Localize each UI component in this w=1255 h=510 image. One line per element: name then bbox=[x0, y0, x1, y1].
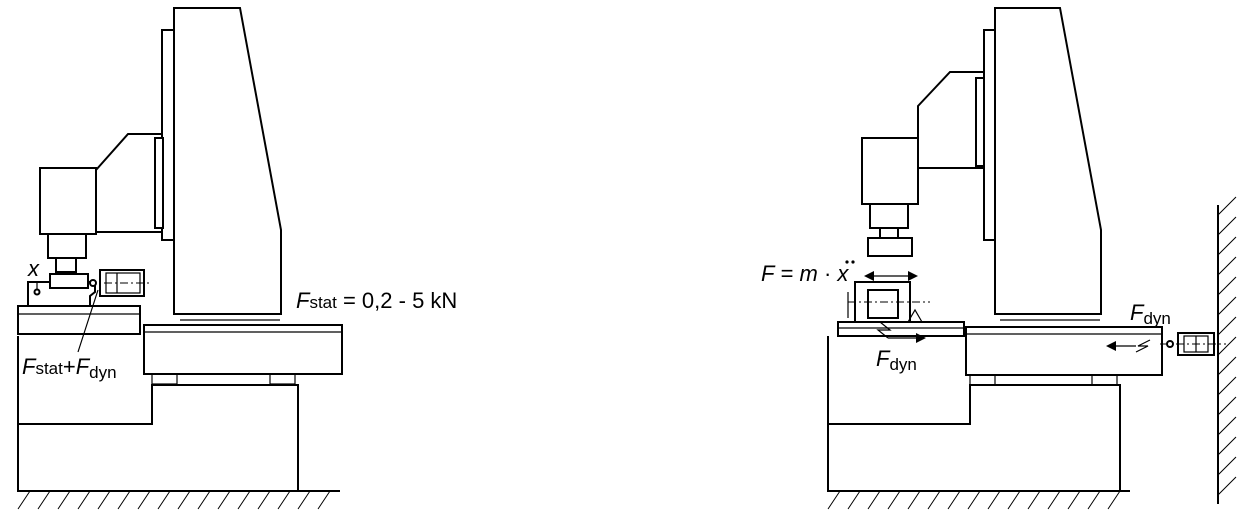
right-tool bbox=[867, 237, 913, 257]
static-force-label: Fstat = 0,2 - 5 kN bbox=[296, 288, 457, 313]
left-headstock bbox=[95, 133, 163, 233]
left-ground bbox=[17, 490, 340, 510]
right-carriage bbox=[837, 321, 965, 337]
left-base bbox=[17, 336, 299, 492]
right-table bbox=[965, 326, 1163, 376]
inertia-force-label: F = m · x bbox=[761, 261, 849, 286]
force-stat-plus-dyn-label: Fstat+Fdyn bbox=[22, 354, 117, 382]
left-table bbox=[143, 324, 343, 375]
left-exciter bbox=[88, 269, 152, 297]
left-x-marker bbox=[33, 282, 41, 296]
right-inertia-arrow bbox=[864, 271, 918, 281]
x-ddot: x bbox=[836, 261, 849, 286]
x-label: x bbox=[27, 256, 40, 281]
right-table-force-arrow bbox=[1106, 339, 1151, 353]
right-machine bbox=[827, 7, 1237, 510]
left-column bbox=[173, 7, 282, 315]
dyn-force-upper-label: Fdyn bbox=[1130, 300, 1171, 328]
dyn-force-lower-label: Fdyn bbox=[876, 346, 917, 374]
left-machine bbox=[17, 7, 343, 510]
right-carriage-force-arrow bbox=[876, 321, 926, 343]
right-wall-exciter bbox=[1160, 332, 1226, 356]
left-carriage bbox=[17, 305, 141, 335]
right-base bbox=[827, 336, 1121, 492]
ddot-1 bbox=[845, 260, 849, 264]
right-column bbox=[994, 7, 1102, 315]
right-wall bbox=[1217, 196, 1237, 504]
right-inertial-exciter bbox=[848, 281, 930, 323]
right-spindle-housing bbox=[861, 137, 919, 205]
ddot-2 bbox=[851, 260, 855, 264]
left-spindle-housing bbox=[39, 167, 97, 235]
right-headstock bbox=[917, 71, 985, 169]
right-ground bbox=[827, 490, 1130, 510]
